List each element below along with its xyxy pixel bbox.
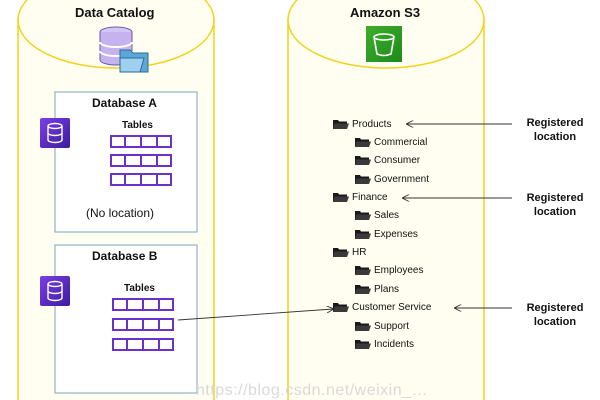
folder-sales[interactable]: Sales — [374, 210, 400, 221]
registered-location-line2: location — [533, 130, 577, 143]
folder-expenses[interactable]: Expenses — [374, 229, 418, 240]
database-a-tables-label: Tables — [122, 120, 153, 131]
folder-finance[interactable]: Finance — [352, 192, 388, 203]
folder-icon — [355, 229, 371, 240]
folder-icon — [355, 265, 371, 276]
registered-location-line1: Registered — [526, 302, 584, 314]
folder-icon — [355, 339, 371, 350]
folder-employees[interactable]: Employees — [374, 265, 424, 276]
registered-location-label-finance: Registered location — [518, 192, 592, 220]
database-a-no-location-note: (No location) — [86, 206, 155, 220]
folder-icon — [355, 284, 371, 295]
folder-government[interactable]: Government — [374, 174, 430, 185]
database-b-title: Database B — [92, 249, 158, 263]
database-b-table — [112, 338, 174, 351]
folder-commercial[interactable]: Commercial — [374, 137, 428, 148]
folder-incidents[interactable]: Incidents — [374, 339, 415, 350]
folder-hr[interactable]: HR — [352, 247, 367, 258]
folder-icon — [355, 210, 371, 221]
database-b-table — [112, 318, 174, 331]
database-a-table — [110, 135, 172, 148]
folder-plans[interactable]: Plans — [374, 284, 400, 295]
registered-location-line1: Registered — [526, 117, 584, 129]
database-b-to-customer-service-arrow — [177, 309, 333, 321]
folder-icon — [355, 137, 371, 148]
amazon-s3-title: Amazon S3 — [350, 5, 421, 20]
database-a-title: Database A — [92, 96, 157, 110]
folder-support[interactable]: Support — [374, 321, 410, 332]
folder-icon — [333, 302, 349, 313]
database-a-table — [110, 154, 172, 167]
folder-customer-service[interactable]: Customer Service — [352, 302, 432, 313]
folder-products[interactable]: Products — [352, 119, 392, 130]
database-a-icon — [40, 118, 70, 148]
database-b-tables-label: Tables — [124, 283, 155, 294]
folder-icon — [333, 192, 349, 203]
folder-icon — [355, 174, 371, 185]
folder-consumer[interactable]: Consumer — [374, 155, 421, 166]
folder-icon — [355, 321, 371, 332]
watermark: https://blog.csdn.net/weixin_… — [196, 382, 429, 399]
registered-location-line1: Registered — [526, 192, 584, 204]
folder-icon — [333, 247, 349, 258]
folder-icon — [355, 155, 371, 166]
database-a-table — [110, 173, 172, 186]
folder-icon — [333, 119, 349, 130]
registered-location-label-customer-service: Registered location — [518, 302, 592, 330]
database-b-table — [112, 298, 174, 311]
registered-location-line2: location — [533, 205, 577, 218]
data-catalog-icon — [96, 24, 152, 76]
database-b-icon — [40, 276, 70, 306]
registered-location-line2: location — [533, 315, 577, 328]
data-catalog-title: Data Catalog — [75, 5, 155, 20]
s3-bucket-icon — [366, 26, 402, 62]
registered-location-label-products: Registered location — [518, 117, 592, 145]
